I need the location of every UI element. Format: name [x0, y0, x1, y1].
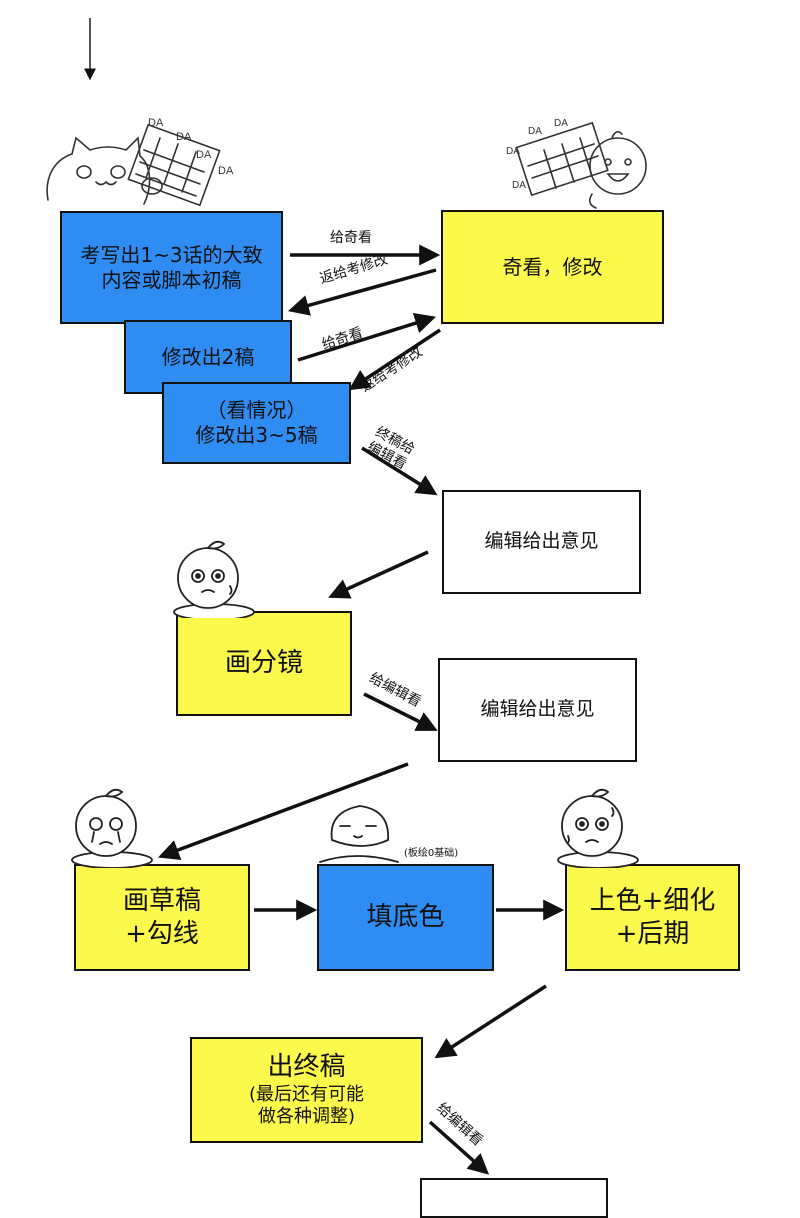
worried-character-doodle [557, 788, 639, 868]
svg-text:DA: DA [512, 180, 526, 191]
arrow-b6-to-b7 [363, 692, 438, 731]
step-further-drafts: （看情况） 修改出3~5稿 [162, 382, 351, 464]
arrow-b7-to-b8 [158, 762, 409, 860]
step-script-draft: 考写出1~3话的大致 内容或脚本初稿 [60, 211, 283, 324]
step-sketch-lineart: 画草稿 +勾线 [74, 864, 250, 971]
crying-character-doodle [71, 788, 153, 868]
step-base-color: 填底色 [317, 864, 494, 971]
arrow-b2-to-b1 [287, 268, 437, 316]
cat-typing-doodle: DA DA DA DA [46, 117, 234, 207]
round-character-sweat-doodle [173, 540, 255, 618]
step-next [420, 1178, 608, 1218]
arrow-b11-to-next [428, 1120, 490, 1175]
svg-text:DA: DA [528, 126, 542, 137]
arrow-b4-to-b5 [361, 446, 438, 496]
final-draft-title: 出终稿 [267, 1052, 346, 1083]
step-final-draft: 出终稿 (最后还有可能 做各种调整) [190, 1037, 423, 1143]
step-review-revise: 奇看，修改 [441, 210, 664, 324]
da-label: DA [218, 165, 234, 177]
svg-text:DA: DA [506, 146, 520, 157]
final-draft-note: (最后还有可能 做各种调整) [248, 1083, 365, 1128]
step-editor-feedback-1: 编辑给出意见 [442, 490, 641, 594]
da-label: DA [148, 117, 164, 129]
step-storyboard: 画分镜 [176, 611, 352, 716]
sleepy-character-doodle [319, 805, 399, 863]
arrow-b2-to-b4 [348, 328, 441, 391]
round-guy-typing-doodle: DA DA DA DA [506, 118, 647, 209]
da-label: DA [176, 131, 192, 143]
arrow-label-give-qi-1: 给奇看 [330, 230, 372, 246]
step-editor-feedback-2: 编辑给出意见 [438, 658, 637, 762]
svg-text:DA: DA [554, 118, 568, 129]
da-label: DA [196, 149, 212, 161]
arrow-b5-to-b6 [328, 550, 429, 599]
arrow-b3-to-b2 [297, 313, 437, 362]
step-color-refine: 上色+细化 +后期 [565, 864, 740, 971]
step-second-draft: 修改出2稿 [124, 320, 292, 394]
board-drawing-note: (板绘0基础) [404, 848, 459, 859]
arrow-b10-to-b11 [434, 984, 547, 1059]
